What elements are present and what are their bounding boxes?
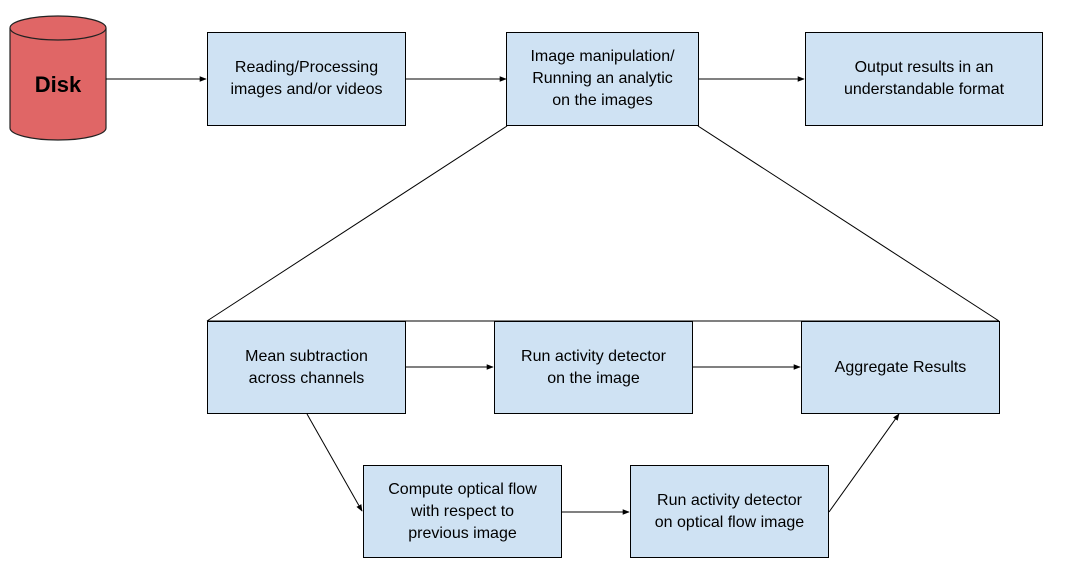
run-detector-flow-label: Run activity detector on optical flow im… [654,491,805,531]
mean-subtraction-box: Mean subtraction across channels [207,321,406,414]
image-manipulation-label: Image manipulation/ Running an analytic … [530,48,675,109]
optical-flow-label: Compute optical flow with respect to pre… [388,480,537,542]
run-detector-flow-box: Run activity detector on optical flow im… [630,465,829,558]
optical-flow-box: Compute optical flow with respect to pre… [363,465,562,558]
run-detector-image-label: Run activity detector on the image [521,347,666,387]
aggregate-results-label: Aggregate Results [834,358,967,376]
arrow-flow-detector-to-aggregate [828,413,900,513]
mean-subtraction-label: Mean subtraction across channels [245,347,368,387]
image-manipulation-box: Image manipulation/ Running an analytic … [506,32,699,126]
zoom-line-right [697,125,1000,322]
reading-processing-box: Reading/Processing images and/or videos [207,32,406,126]
zoom-line-left [206,125,508,322]
output-results-label: Output results in an understandable form… [843,59,1005,98]
run-detector-image-box: Run activity detector on the image [494,321,693,414]
reading-processing-label: Reading/Processing images and/or videos [230,59,383,98]
aggregate-results-box: Aggregate Results [801,321,1000,414]
disk-label: Disk [34,72,82,97]
output-results-box: Output results in an understandable form… [805,32,1043,126]
arrow-mean-to-optical-flow [306,413,363,512]
disk-cylinder [9,15,107,141]
